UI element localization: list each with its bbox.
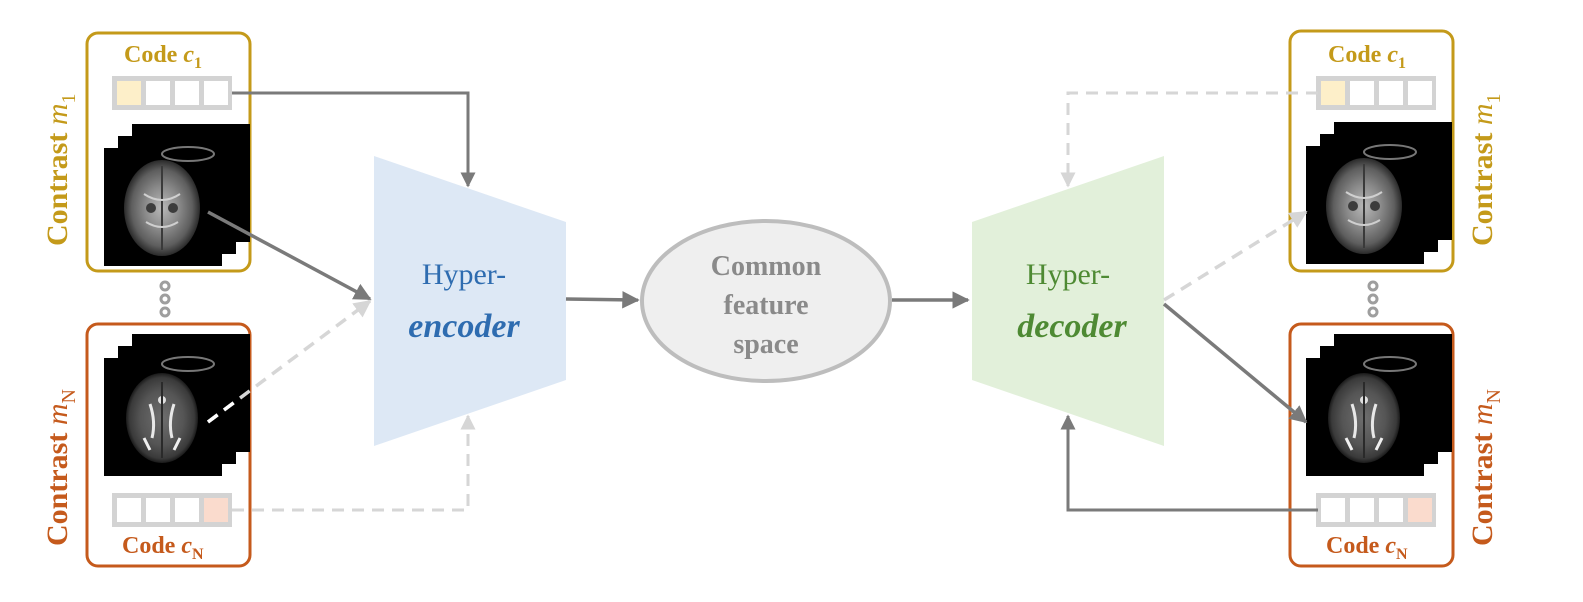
- right-contrast-1-images: [1305, 121, 1453, 265]
- feature-space-line2: feature: [724, 290, 809, 321]
- hyper-encoder-block: [374, 156, 566, 446]
- left-code-n-label: Code cN: [122, 533, 204, 563]
- left-contrast-1-images: [103, 123, 251, 267]
- common-feature-space: [640, 219, 892, 383]
- right-contrast-1-label: Contrast m1: [1466, 94, 1505, 247]
- right-ellipsis-dots: [1367, 280, 1379, 318]
- right-code-1-vector: [1316, 76, 1436, 110]
- right-contrast-n-label: Contrast mN: [1466, 389, 1505, 546]
- left-code-1-label: Code c1: [124, 42, 202, 72]
- hyper-decoder-block: [972, 156, 1164, 446]
- right-contrast-n-images: [1304, 332, 1454, 478]
- arrow-imageN-start: [206, 396, 242, 424]
- encoder-line1: Hyper-: [422, 258, 506, 291]
- feature-space-line1: Common: [711, 251, 822, 282]
- decoder-line1: Hyper-: [1026, 258, 1110, 291]
- arrow-encoder-to-feature: [565, 291, 640, 309]
- arrow-right-code1-to-decoder: [1060, 91, 1318, 188]
- arrow-imageN-to-encoder: [206, 299, 372, 424]
- right-code-n-vector: [1316, 493, 1436, 527]
- feature-space-line3: space: [733, 329, 798, 360]
- encoder-line2: encoder: [408, 308, 520, 345]
- left-ellipsis-dots: [159, 280, 171, 318]
- left-code-1-vector: [112, 76, 232, 110]
- arrow-decoder-to-imageN: [1162, 302, 1308, 424]
- right-code-n-label: Code cN: [1326, 533, 1408, 563]
- arrow-decoder-to-image1: [1163, 210, 1308, 302]
- right-code-1-label: Code c1: [1328, 42, 1406, 72]
- left-code-n-vector: [112, 493, 232, 527]
- arrow-code1-to-encoder: [232, 91, 476, 188]
- arrow-right-codeN-to-decoder: [1060, 414, 1318, 512]
- arrow-image1-to-encoder: [207, 210, 372, 301]
- arrow-codeN-to-encoder: [232, 414, 476, 512]
- decoder-line2: decoder: [1017, 308, 1127, 345]
- left-contrast-1-label: Contrast m1: [41, 94, 80, 247]
- left-contrast-n-label: Contrast mN: [41, 389, 80, 546]
